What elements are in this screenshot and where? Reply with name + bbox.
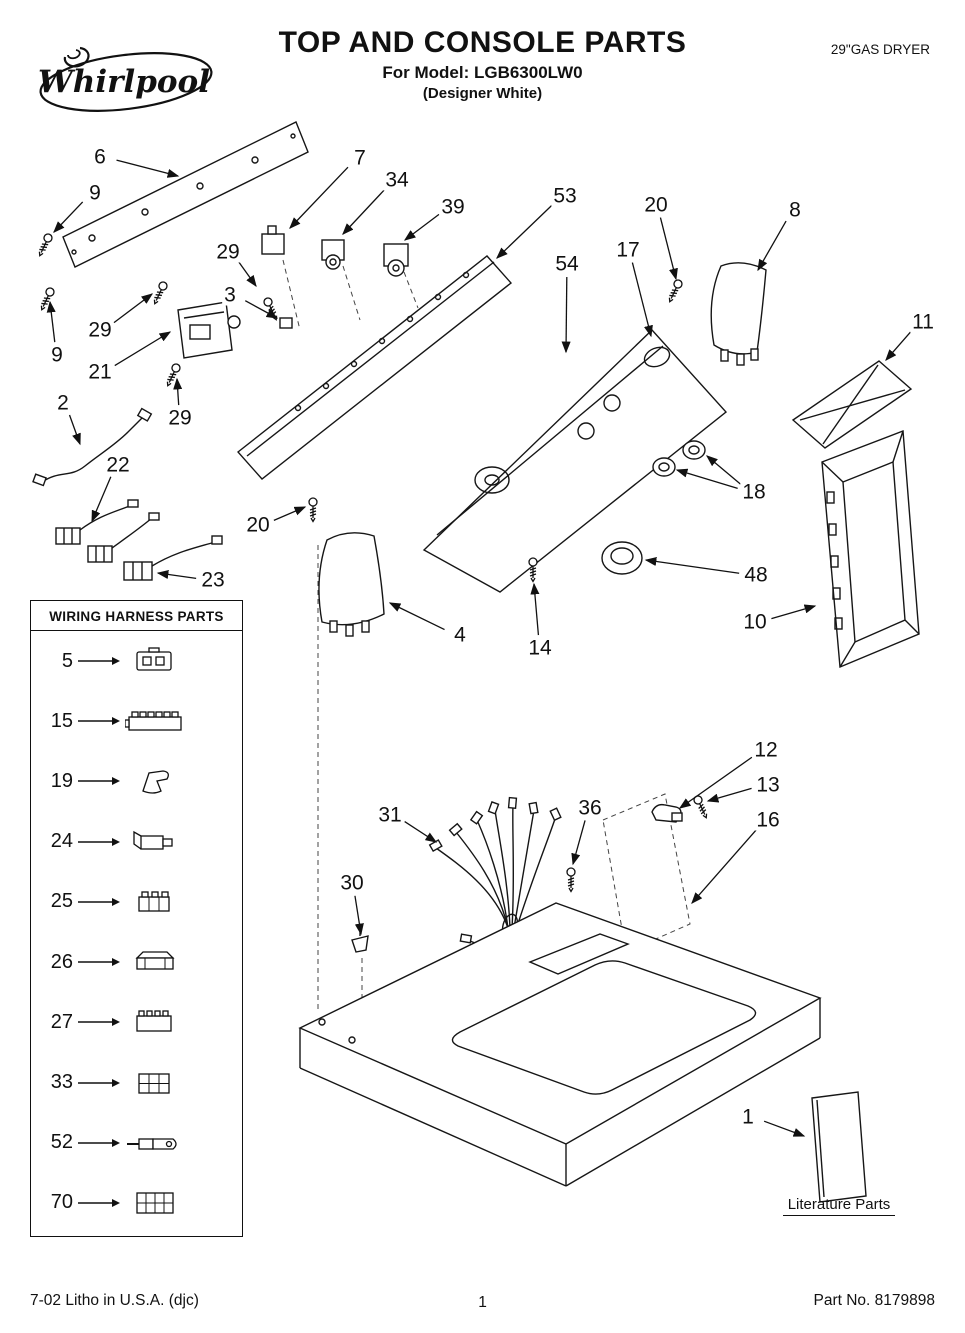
wiring-item-24: 24 [39, 824, 234, 860]
wiring-item-5: 5 [39, 643, 234, 679]
footer-page-number: 1 [478, 1294, 487, 1311]
callout-36: 36 [576, 796, 604, 820]
callout-17: 17 [614, 238, 642, 262]
part-number: 27 [50, 1010, 73, 1033]
product-type: 29"GAS DRYER [830, 42, 930, 57]
callout-3: 3 [222, 283, 238, 307]
callout-16: 16 [754, 808, 782, 832]
wiring-item-52: 52 [39, 1125, 234, 1161]
clip-latch-icon [125, 824, 185, 860]
callout-4: 4 [452, 623, 468, 647]
wiring-item-27: 27 [39, 1004, 234, 1040]
callout-9: 9 [49, 343, 65, 367]
callout-21: 21 [86, 360, 114, 384]
callout-22: 22 [104, 453, 132, 477]
callout-12: 12 [752, 738, 780, 762]
arrow-right-icon [77, 896, 121, 908]
callout-54: 54 [553, 252, 581, 276]
callout-48: 48 [742, 563, 770, 587]
connector-2pin-plug-icon [125, 643, 185, 679]
logo-ellipse [39, 52, 213, 112]
finish-line: (Designer White) [422, 85, 543, 102]
whirlpool-logo: Whirlpool [22, 26, 222, 126]
callout-20: 20 [642, 193, 670, 217]
callout-29: 29 [86, 318, 114, 342]
connector-8pin-icon [125, 1185, 185, 1221]
callout-1: 1 [740, 1105, 756, 1129]
callout-30: 30 [338, 871, 366, 895]
arrow-right-icon [77, 1077, 121, 1089]
arrow-right-icon [77, 1016, 121, 1028]
wiring-item-26: 26 [39, 944, 234, 980]
connector-3pin-icon [125, 884, 185, 920]
wiring-box-title: WIRING HARNESS PARTS [31, 601, 242, 631]
connector-6pin-icon [125, 1065, 185, 1101]
terminal-spade-icon [125, 1125, 185, 1161]
part-number: 26 [50, 950, 73, 973]
logo-swirl-inner-icon [67, 49, 81, 60]
callout-23: 23 [199, 568, 227, 592]
part-number: 19 [50, 769, 73, 792]
clip-hook-icon [125, 763, 185, 799]
connector-4pin-icon [125, 1004, 185, 1040]
footer-litho-note: 7-02 Litho in U.S.A. (djc) [30, 1292, 199, 1309]
callout-20: 20 [244, 513, 272, 537]
part-number: 25 [50, 890, 73, 913]
callout-29: 29 [214, 240, 242, 264]
page-title-block: TOP AND CONSOLE PARTS For Model: LGB6300… [279, 26, 687, 102]
arrow-right-icon [77, 1197, 121, 1209]
callout-2: 2 [55, 391, 71, 415]
part-number: 24 [50, 830, 73, 853]
wiring-items: 5 15 19 24 25 26 27 33 52 70 [31, 631, 242, 1235]
footer-part-number: Part No. 8179898 [813, 1292, 935, 1309]
callout-34: 34 [383, 168, 411, 192]
arrow-right-icon [77, 775, 121, 787]
page-title: TOP AND CONSOLE PARTS [278, 26, 687, 59]
connector-block-long-icon [125, 703, 185, 739]
callout-10: 10 [741, 610, 769, 634]
wiring-item-70: 70 [39, 1185, 234, 1221]
connector-cover-icon [125, 944, 185, 980]
logo-swirl-icon [63, 46, 90, 68]
arrow-right-icon [77, 836, 121, 848]
arrow-right-icon [77, 956, 121, 968]
callout-39: 39 [439, 195, 467, 219]
literature-parts-label: Literature Parts [783, 1196, 895, 1216]
callout-8: 8 [787, 198, 803, 222]
arrow-right-icon [77, 1137, 121, 1149]
part-number: 70 [50, 1191, 73, 1214]
arrow-right-icon [77, 655, 121, 667]
callout-31: 31 [376, 803, 404, 827]
part-number: 33 [50, 1071, 73, 1094]
wiring-harness-box: WIRING HARNESS PARTS 5 15 19 24 25 26 27 33 52 70 [30, 600, 243, 1237]
callout-29: 29 [166, 406, 194, 430]
callout-7: 7 [352, 146, 368, 170]
wiring-item-25: 25 [39, 884, 234, 920]
callout-13: 13 [754, 773, 782, 797]
part-number: 15 [50, 709, 73, 732]
callout-53: 53 [551, 184, 579, 208]
callout-11: 11 [910, 310, 936, 334]
wiring-item-15: 15 [39, 703, 234, 739]
arrow-right-icon [77, 715, 121, 727]
part-number: 5 [61, 649, 73, 672]
model-line: For Model: LGB6300LW0 [382, 63, 583, 82]
callout-9: 9 [87, 181, 103, 205]
callout-6: 6 [92, 145, 108, 169]
callout-18: 18 [740, 480, 768, 504]
brand-name: Whirlpool [38, 64, 210, 100]
callout-14: 14 [526, 636, 554, 660]
wiring-item-33: 33 [39, 1065, 234, 1101]
wiring-item-19: 19 [39, 763, 234, 799]
part-number: 52 [50, 1131, 73, 1154]
